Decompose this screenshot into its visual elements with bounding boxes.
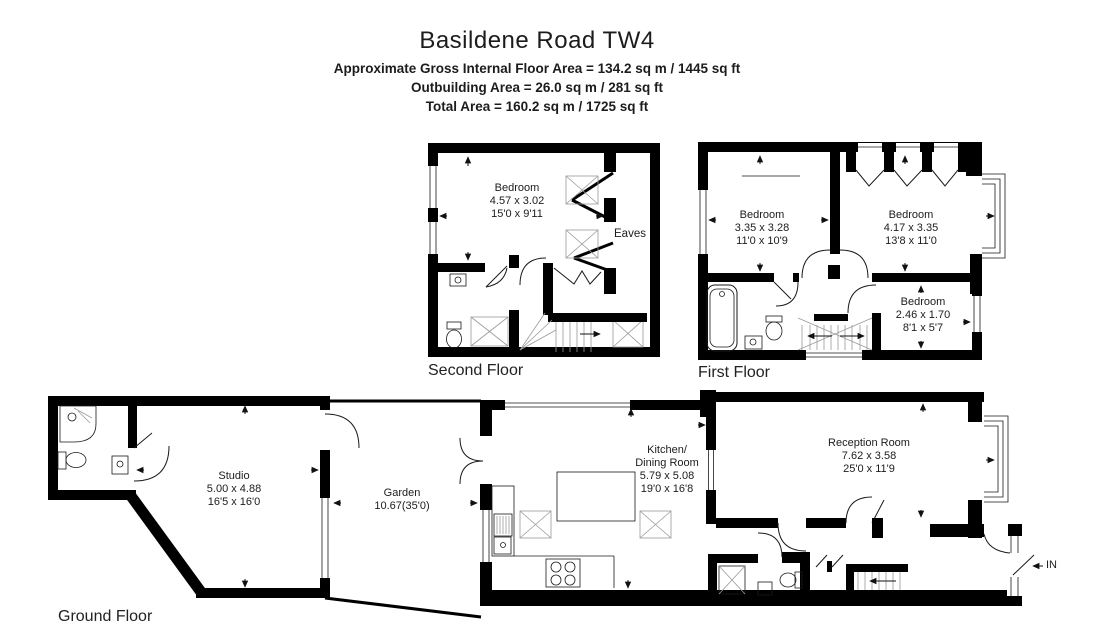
first-small-bedroom-door — [847, 284, 877, 314]
room-dim-metric: 2.46 x 1.70 — [895, 309, 951, 321]
room-name: Garden — [383, 487, 421, 499]
skylight — [519, 510, 672, 539]
first-small-bedroom-window — [971, 296, 983, 332]
studio-outbuilding — [48, 396, 360, 598]
first-dimension-arrows — [708, 155, 995, 349]
kitchen-fixtures — [491, 471, 672, 588]
reception-entry-door — [845, 496, 873, 524]
understair-cupboard-doors — [815, 554, 844, 572]
second-bathroom-door — [485, 265, 508, 288]
toilet-icon — [446, 321, 462, 330]
eaves-walls — [571, 152, 616, 294]
room-dim-metric: 10.67(35'0) — [374, 500, 430, 512]
main-house — [459, 390, 1043, 606]
ground-floor-stairs — [846, 564, 908, 598]
room-dim-imperial: 15'0 x 9'11 — [491, 208, 543, 220]
hob-icon — [545, 558, 581, 588]
room-dim-imperial: 8'1 x 5'7 — [902, 322, 944, 334]
bath-icon — [706, 284, 738, 352]
second-bedroom-door — [519, 257, 547, 286]
reception-label: Reception Room 7.62 x 3.58 25'0 x 11'9 — [828, 437, 910, 476]
eaves-doors — [553, 267, 602, 285]
second-floor-plan — [427, 143, 660, 357]
page-title: Basildene Road TW4 — [419, 27, 655, 54]
eaves-label: Eaves — [614, 228, 646, 240]
front-door — [983, 533, 1035, 577]
second-dimension-arrows — [439, 156, 604, 261]
first-bottom-window — [806, 350, 862, 360]
kitchen-dining-label: Kitchen/ Dining Room 5.79 x 5.08 19'0 x … — [635, 444, 699, 496]
room-dim-metric: 4.57 x 3.02 — [489, 195, 545, 207]
kitchen-island — [556, 471, 636, 522]
second-floor-stairs — [519, 312, 601, 352]
toilet-icon — [779, 572, 797, 588]
room-dim-imperial: 13'8 x 11'0 — [885, 235, 937, 247]
garden-label: Garden 10.67(35'0) — [374, 487, 429, 513]
second-bedroom-label: Bedroom 4.57 x 3.02 15'0 x 9'11 — [490, 182, 544, 221]
gross-internal-area: Approximate Gross Internal Floor Area = … — [333, 61, 741, 76]
room-dim-imperial: 25'0 x 11'9 — [843, 463, 895, 475]
sink-icon — [744, 335, 763, 350]
skylight — [565, 175, 644, 348]
room-dim-metric: 7.62 x 3.58 — [841, 450, 897, 462]
sink-icon — [493, 536, 512, 555]
second-left-windows — [427, 166, 439, 254]
ground-bay-window — [968, 392, 1009, 538]
sink-icon — [111, 455, 129, 475]
room-name: Kitchen/ — [647, 444, 687, 456]
garden-french-doors — [459, 436, 493, 485]
room-name: Dining Room — [635, 457, 699, 469]
room-name: Studio — [218, 470, 250, 482]
shower-room-door — [133, 445, 170, 482]
ground-floor-plan — [48, 390, 1043, 619]
room-dim-imperial: 16'5 x 16'0 — [207, 496, 261, 508]
room-name: Bedroom — [739, 209, 785, 221]
room-name: Reception Room — [828, 437, 910, 449]
first-bedroom-left-label: Bedroom 3.35 x 3.28 11'0 x 10'9 — [735, 209, 789, 248]
room-dim-imperial: 11'0 x 10'9 — [736, 235, 788, 247]
kitchen-side-window — [479, 510, 493, 562]
toilet-icon — [57, 451, 87, 470]
ground-floor-title: Ground Floor — [58, 608, 153, 625]
room-name: Bedroom — [900, 296, 946, 308]
room-dim-metric: 3.35 x 3.28 — [734, 222, 790, 234]
first-bedroom-small-label: Bedroom 2.46 x 1.70 8'1 x 5'7 — [896, 296, 950, 335]
divider-internal-window — [708, 450, 714, 490]
shower-icon — [59, 405, 97, 443]
first-floor-plan — [697, 142, 1006, 360]
shower-icon — [718, 565, 746, 595]
first-floor-title: First Floor — [698, 364, 770, 381]
entrance-windows — [1007, 536, 1023, 596]
room-dim-imperial: 19'0 x 16'8 — [640, 483, 694, 495]
sink-icon — [757, 581, 773, 596]
studio-label: Studio 5.00 x 4.88 16'5 x 16'0 — [207, 470, 261, 509]
first-landing-doors — [801, 249, 869, 279]
reception-hall-door — [777, 522, 807, 552]
room-dim-metric: 5.00 x 4.88 — [206, 483, 262, 495]
second-bathroom-fixtures — [446, 273, 509, 349]
room-name: Bedroom — [888, 209, 934, 221]
kitchen-window — [505, 399, 630, 411]
studio-garden-door — [324, 413, 360, 449]
wc-room — [708, 532, 810, 596]
garden-boundary — [324, 399, 482, 619]
ground-dimension-arrows — [624, 403, 995, 589]
first-bathroom-door — [773, 281, 799, 307]
first-left-window — [697, 190, 709, 254]
first-bathroom-fixtures — [706, 284, 783, 352]
room-name: Bedroom — [494, 182, 540, 194]
room-dim-metric: 4.17 x 3.35 — [883, 222, 939, 234]
room-dim-metric: 5.79 x 5.08 — [639, 470, 695, 482]
total-area: Total Area = 160.2 sq m / 1725 sq ft — [425, 99, 649, 114]
second-floor-title: Second Floor — [428, 362, 524, 379]
first-bedroom-right-label: Bedroom 4.17 x 3.35 13'8 x 11'0 — [884, 209, 938, 248]
entrance-label: IN — [1046, 559, 1057, 571]
first-dormer-windows — [846, 143, 968, 187]
first-floor-stairs — [797, 314, 873, 351]
wc-door — [757, 532, 783, 558]
toilet-icon — [765, 315, 783, 323]
outbuilding-area: Outbuilding Area = 26.0 sq m / 281 sq ft — [411, 80, 663, 95]
